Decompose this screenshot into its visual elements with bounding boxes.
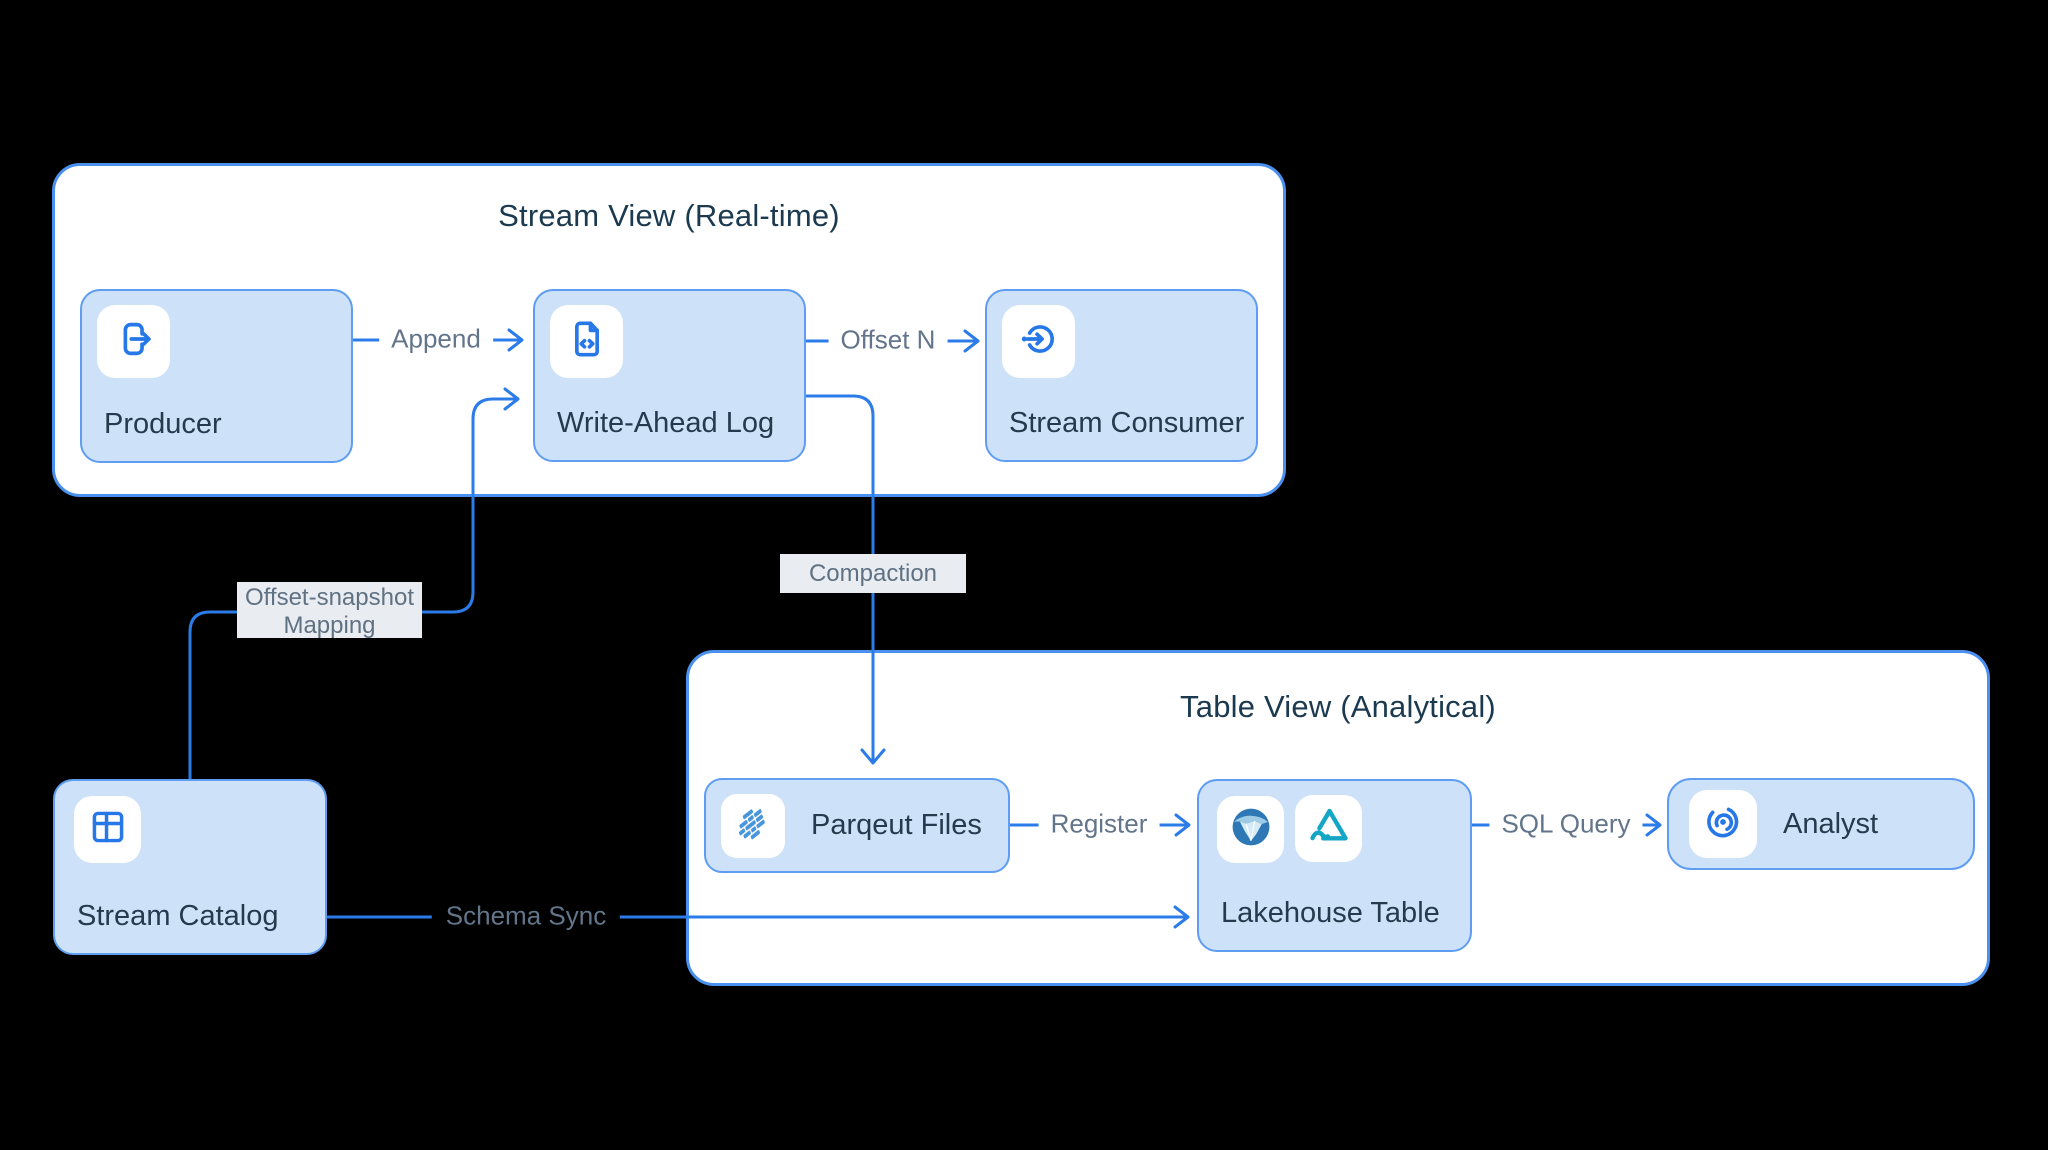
- lakehouse-table-label: Lakehouse Table: [1221, 897, 1440, 929]
- table-view-title: Table View (Analytical): [1180, 689, 1496, 724]
- lakehouse-table-node: Lakehouse Table: [1197, 779, 1472, 952]
- compaction-connector: [804, 394, 875, 763]
- offset-snapshot-connector: [188, 397, 518, 781]
- stream-consumer-label: Stream Consumer: [1009, 407, 1245, 439]
- compaction-label: Compaction: [780, 554, 966, 593]
- schema-sync-edge-label: Schema Sync: [431, 898, 621, 934]
- iceberg-logo-icon: [1228, 804, 1274, 855]
- code-file-icon: [564, 316, 610, 367]
- export-icon: [111, 316, 157, 367]
- parquet-logo-icon: [730, 800, 776, 851]
- offset-n-arrowhead: [963, 329, 980, 353]
- analyst-label: Analyst: [1783, 807, 1879, 840]
- producer-node: Producer: [80, 289, 353, 463]
- compaction-arrowhead: [860, 748, 886, 765]
- arrow-into-circle-icon: [1016, 316, 1062, 367]
- append-edge-label: Append: [379, 321, 493, 357]
- stream-catalog-label: Stream Catalog: [77, 900, 279, 932]
- spiral-target-icon: [1700, 799, 1746, 850]
- delta-lake-logo-icon: [1306, 803, 1352, 854]
- offset-snapshot-mapping-line1: Offset-snapshot: [245, 584, 414, 611]
- register-arrowhead: [1174, 813, 1191, 837]
- offset-snapshot-mapping-label: Offset-snapshot Mapping: [237, 582, 422, 639]
- append-arrowhead: [507, 328, 524, 352]
- parqeut-files-node: Parqeut Files: [704, 778, 1010, 873]
- offset-n-edge-label: Offset N: [828, 322, 948, 358]
- stream-view-title: Stream View (Real-time): [498, 198, 840, 233]
- sql-query-arrowhead: [1645, 813, 1662, 837]
- analyst-node: Analyst: [1667, 778, 1975, 870]
- write-ahead-log-label: Write-Ahead Log: [557, 407, 775, 439]
- parqeut-files-label: Parqeut Files: [811, 809, 982, 841]
- producer-label: Producer: [104, 408, 222, 440]
- register-edge-label: Register: [1038, 806, 1160, 842]
- offset-snapshot-arrowhead: [503, 387, 520, 411]
- schema-sync-arrowhead: [1173, 905, 1190, 929]
- stream-catalog-node: Stream Catalog: [53, 779, 327, 955]
- write-ahead-log-node: Write-Ahead Log: [533, 289, 806, 462]
- offset-snapshot-mapping-line2: Mapping: [283, 612, 376, 639]
- table-grid-icon: [86, 805, 130, 854]
- sql-query-edge-label: SQL Query: [1489, 806, 1643, 842]
- stream-consumer-node: Stream Consumer: [985, 289, 1258, 462]
